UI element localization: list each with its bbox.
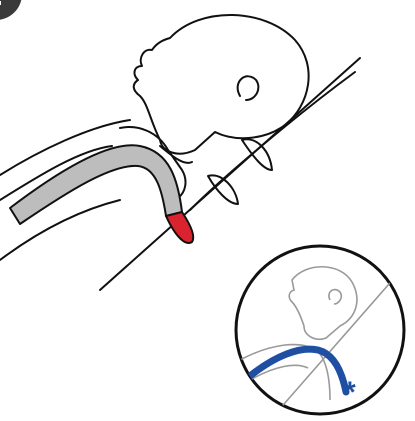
- baby-head: [134, 15, 309, 154]
- step-badge-circle: [0, 0, 22, 20]
- baby-ear: [238, 76, 259, 100]
- inset-marker: *: [344, 376, 356, 409]
- seat-back-inner-edge: [190, 72, 355, 210]
- seat-slot-1: [242, 139, 272, 170]
- step-badge: [0, 0, 22, 20]
- detail-inset: *: [236, 246, 410, 420]
- harness-strap[interactable]: [10, 145, 182, 224]
- inset-frame: [236, 246, 404, 414]
